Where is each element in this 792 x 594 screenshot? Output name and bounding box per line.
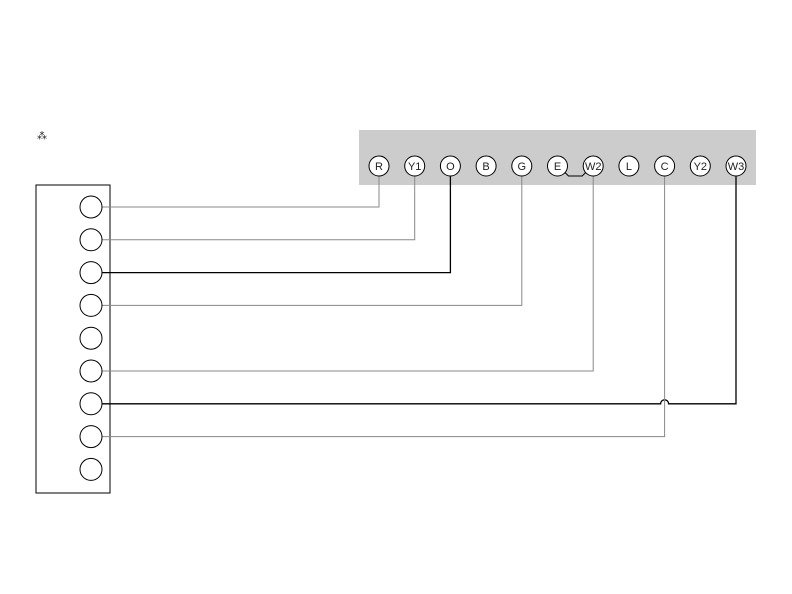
strip-terminal-5 <box>80 327 102 349</box>
strip-terminal-7 <box>80 393 102 415</box>
strip-terminal-4 <box>80 294 102 316</box>
corner-mark: ⁂ <box>37 130 47 142</box>
terminal-label-r: R <box>375 161 383 173</box>
wire-y1 <box>102 176 415 240</box>
strip-terminal-2 <box>80 229 102 251</box>
strip-terminal-9 <box>80 458 102 480</box>
terminal-label-w2: W2 <box>585 161 602 173</box>
strip-terminal-6 <box>80 360 102 382</box>
wire-g <box>102 176 522 305</box>
terminal-label-b: B <box>482 161 489 173</box>
strip-terminal-8 <box>80 426 102 448</box>
wire-o <box>102 176 450 273</box>
wire-r <box>102 176 379 207</box>
wire-c <box>102 176 665 437</box>
terminal-label-g: G <box>518 161 527 173</box>
terminal-label-o: O <box>446 161 455 173</box>
terminal-label-y1: Y1 <box>408 161 421 173</box>
strip-terminals <box>80 196 102 480</box>
terminal-label-y2: Y2 <box>694 161 707 173</box>
wires-group <box>102 176 736 437</box>
strip-terminal-1 <box>80 196 102 218</box>
terminal-label-l: L <box>626 161 632 173</box>
terminal-label-c: C <box>661 161 669 173</box>
strip-terminal-3 <box>80 262 102 284</box>
terminal-label-e: E <box>554 161 561 173</box>
terminal-label-w3: W3 <box>728 161 745 173</box>
wire-w3 <box>102 176 736 404</box>
wire-w2 <box>102 176 593 371</box>
